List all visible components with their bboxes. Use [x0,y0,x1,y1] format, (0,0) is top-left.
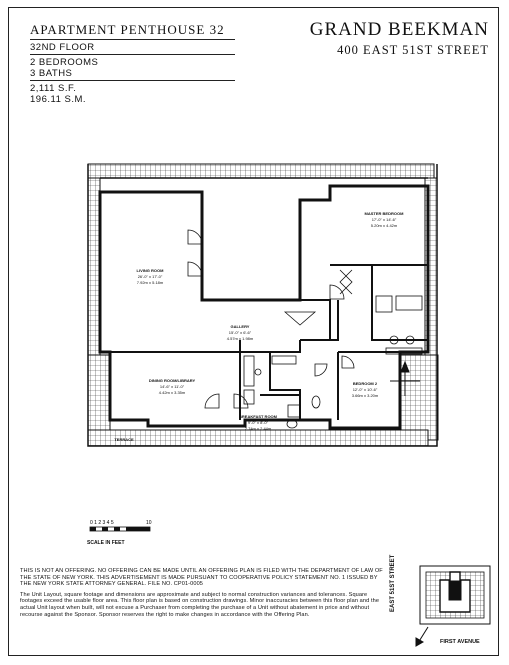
door-swings [187,229,355,409]
divider [30,39,235,40]
label-bedroom-2-metric: 3.66m x 3.20m [352,393,379,398]
keyplan-avenue-label: FIRST AVENUE [440,639,480,645]
label-bedroom-2-size: 12'-0" x 10'-6" [353,387,378,392]
disclaimer: THIS IS NOT AN OFFERING. NO OFFERING CAN… [20,568,390,622]
unit-area-sf: 2,111 S.F. [30,83,77,94]
interior-walls [110,264,428,420]
label-gallery: GALLERY [231,324,250,329]
label-dining-room-size: 14'-6" x 11'-0" [160,384,185,389]
unit-title: APARTMENT PENTHOUSE 32 [30,22,225,37]
disclaimer-offering: THIS IS NOT AN OFFERING. NO OFFERING CAN… [20,568,383,588]
label-living-room-size: 26'-0" x 17'-0" [138,274,163,279]
label-master-bedroom: MASTER BEDROOM [365,211,405,216]
unit-area-sm: 196.11 S.M. [30,94,87,105]
scale-end-tick: 10 [146,520,152,526]
label-dining-room: DINING ROOM/LIBRARY [149,378,196,383]
label-master-bedroom-size: 17'-0" x 14'-6" [372,217,397,222]
divider [30,54,235,55]
room-labels: MASTER BEDROOM 17'-0" x 14'-6" 5.20m x 4… [114,211,404,442]
label-bedroom-2: BEDROOM 2 [353,381,378,386]
kitchen-fixtures [243,355,297,405]
unit-baths: 3 BATHS [30,68,73,79]
north-arrow-icon [390,360,429,647]
disclaimer-layout: The Unit Layout, square footage and dime… [20,591,380,618]
exterior-walls [87,164,438,447]
unit-floor: 32ND FLOOR [30,42,95,53]
key-plan [419,565,491,625]
label-living-room-metric: 7.92m x 5.18m [137,280,164,285]
unit-bedrooms: 2 BEDROOMS [30,57,99,68]
scale-bar: 0 1 2 3 4 5 10 [89,520,152,532]
label-terrace: TERRACE [114,437,134,442]
terrace-tiling [87,163,439,447]
unit-info-block: APARTMENT PENTHOUSE 32 32ND FLOOR 2 BEDR… [30,22,240,105]
scale-ticks: 0 1 2 3 4 5 [90,520,114,526]
label-breakfast-room-size: 9'-0" x 8'-0" [248,420,269,425]
page-border [8,7,499,656]
label-breakfast-room: BREAKFAST ROOM [239,414,278,419]
label-living-room: LIVING ROOM [137,268,165,273]
keyplan-street-label: EAST 51ST STREET [390,554,396,612]
label-master-bedroom-metric: 5.20m x 4.42m [371,223,398,228]
building-info-block: GRAND BEEKMAN 400 EAST 51ST STREET [310,20,489,58]
label-gallery-size: 15'-0" x 6'-6" [229,330,252,335]
divider [30,80,235,81]
label-gallery-metric: 4.57m x 1.98m [227,336,254,341]
label-breakfast-room-metric: 2.74m x 2.44m [245,426,272,431]
bathroom-fixtures [286,295,423,429]
building-name: GRAND BEEKMAN [309,19,489,40]
building-address: 400 EAST 51ST STREET [337,43,489,57]
label-dining-room-metric: 4.42m x 3.35m [159,390,186,395]
scale-label: SCALE IN FEET [87,540,125,546]
